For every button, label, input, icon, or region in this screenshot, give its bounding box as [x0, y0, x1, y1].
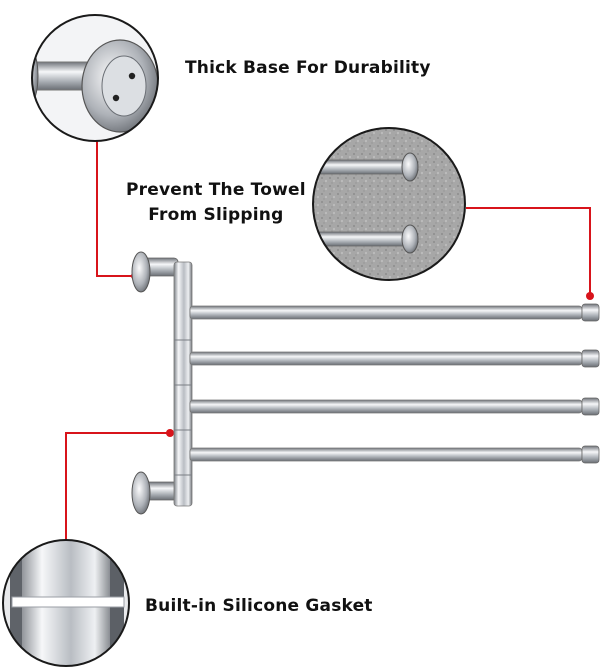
mount-knob-bottom	[131, 471, 179, 515]
callout-slip-line1: Prevent The Towel	[126, 180, 306, 200]
detail-circle-slip	[312, 127, 466, 281]
swing-arm-1	[189, 303, 600, 322]
leader-base	[96, 141, 135, 277]
swing-arm-4	[189, 445, 600, 464]
leader-gasket	[65, 432, 170, 540]
callout-slip-line2: From Slipping	[148, 205, 284, 225]
callout-silicone-gasket: Built-in Silicone Gasket	[145, 596, 373, 616]
mount-knob-top	[131, 251, 179, 293]
post-segments	[174, 339, 192, 476]
swing-arm-3	[189, 397, 600, 416]
detail-circle-gasket	[2, 539, 130, 667]
swing-arm-2	[189, 349, 600, 368]
towel-rack	[131, 251, 600, 515]
leader-lines	[65, 141, 591, 540]
vertical-post	[173, 261, 193, 507]
callout-thick-base: Thick Base For Durability	[185, 58, 431, 78]
detail-circle-base	[31, 14, 159, 142]
leader-slip	[466, 207, 591, 296]
callout-prevent-slipping: Prevent The Towel From Slipping	[126, 178, 306, 228]
